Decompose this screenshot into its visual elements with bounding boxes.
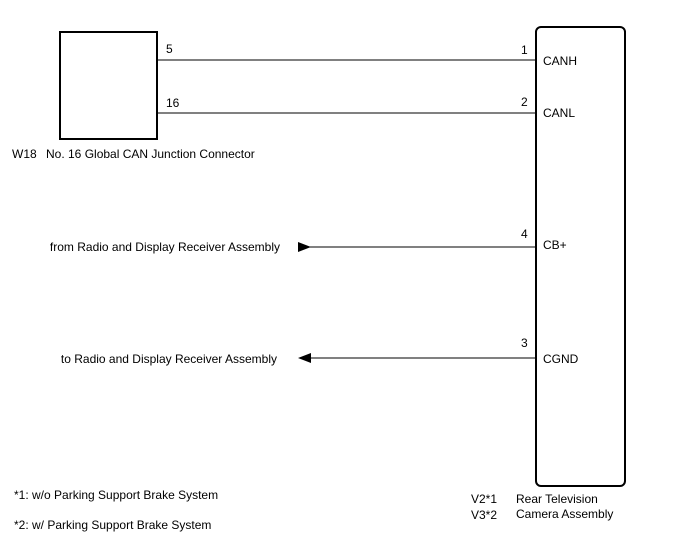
camera-pin-2: 2 <box>521 95 528 109</box>
junction-connector-name: No. 16 Global CAN Junction Connector <box>46 147 255 161</box>
camera-pin-1: 1 <box>521 43 528 57</box>
terminal-canh: CANH <box>543 54 577 68</box>
arrow-right-icon <box>298 242 311 252</box>
camera-pin-3: 3 <box>521 336 528 350</box>
cb-plus-source-label: from Radio and Display Receiver Assembly <box>50 240 280 254</box>
cgnd-target-label: to Radio and Display Receiver Assembly <box>61 352 277 366</box>
junction-connector-box <box>59 31 158 140</box>
note-1: *1: w/o Parking Support Brake System <box>14 488 218 502</box>
note-2: *2: w/ Parking Support Brake System <box>14 518 211 532</box>
junction-pin-5: 5 <box>166 42 173 56</box>
camera-code-v2: V2*1 <box>471 492 497 506</box>
terminal-cb-plus: CB+ <box>543 238 567 252</box>
terminal-cgnd: CGND <box>543 352 579 366</box>
camera-pin-4: 4 <box>521 227 528 241</box>
camera-name-line1: Rear Television <box>516 492 598 506</box>
junction-pin-16: 16 <box>166 96 180 110</box>
camera-code-v3: V3*2 <box>471 508 497 522</box>
junction-connector-code: W18 <box>12 147 37 161</box>
camera-name-line2: Camera Assembly <box>516 507 613 521</box>
camera-assembly-box <box>535 26 626 487</box>
arrow-left-icon <box>298 353 311 363</box>
terminal-canl: CANL <box>543 106 575 120</box>
